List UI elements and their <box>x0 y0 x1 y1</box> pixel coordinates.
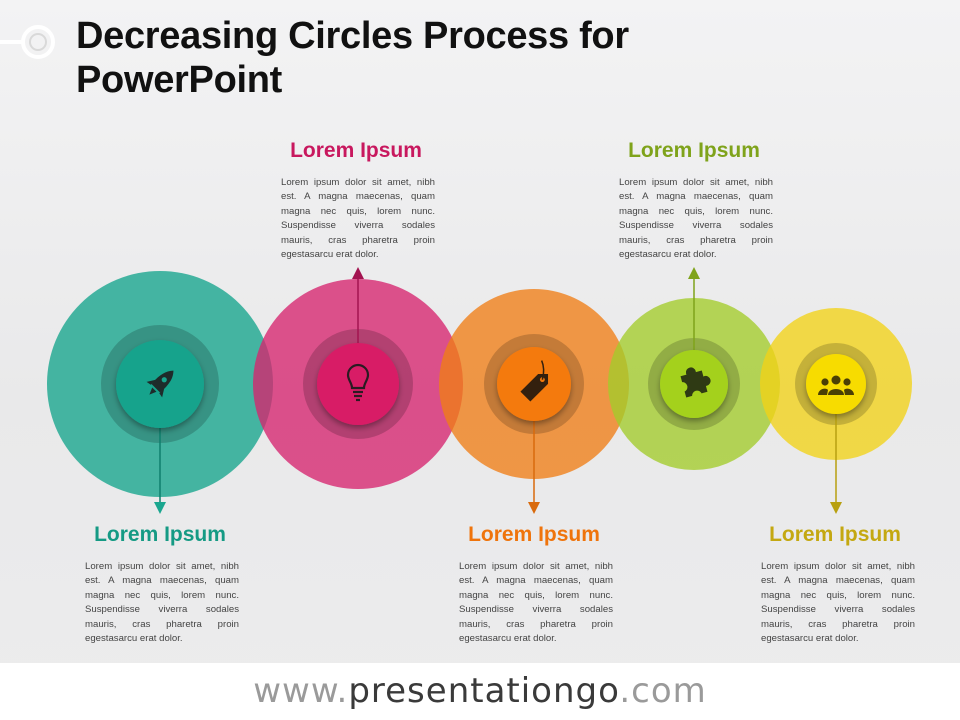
step-2-title: Lorem Ipsum <box>290 139 422 162</box>
footer: www.presentationgo.com <box>0 663 960 720</box>
step-5-title: Lorem Ipsum <box>769 523 901 546</box>
step-4-title: Lorem Ipsum <box>628 139 760 162</box>
puzzle-icon <box>677 367 711 401</box>
group-icon <box>818 375 854 395</box>
step-1-text: Lorem ipsum dolor sit amet, nibh est. A … <box>85 561 239 645</box>
lightbulb-icon <box>346 363 370 402</box>
circle-2-inner <box>317 343 399 425</box>
footer-brand: presentationgo <box>348 671 620 711</box>
step-5-text: Lorem ipsum dolor sit amet, nibh est. A … <box>761 561 915 645</box>
footer-prefix: www. <box>253 671 349 711</box>
rocket-icon <box>146 370 174 398</box>
title-decoration <box>0 25 55 59</box>
step-3-text: Lorem ipsum dolor sit amet, nibh est. A … <box>459 561 613 645</box>
step-2-text: Lorem ipsum dolor sit amet, nibh est. A … <box>281 177 435 261</box>
price-tag-icon <box>520 360 549 402</box>
step-4-text: Lorem ipsum dolor sit amet, nibh est. A … <box>619 177 773 261</box>
step-1-title: Lorem Ipsum <box>94 523 226 546</box>
page-title: Decreasing Circles Process for PowerPoin… <box>76 15 629 101</box>
footer-website[interactable]: www.presentationgo.com <box>0 669 960 713</box>
footer-suffix: .com <box>619 671 707 711</box>
step-3-title: Lorem Ipsum <box>468 523 600 546</box>
